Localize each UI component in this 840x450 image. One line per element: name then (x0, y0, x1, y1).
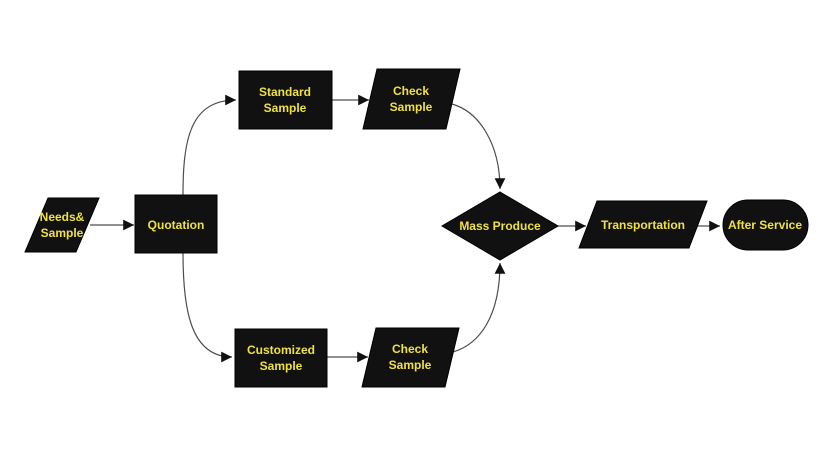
standard-sample-label-line1: Standard (259, 85, 311, 99)
edges-layer (90, 94, 720, 363)
node-mass-produce: Mass Produce (441, 191, 559, 261)
quotation-label: Quotation (148, 218, 205, 232)
customized-sample-label-line1: Customized (247, 343, 315, 357)
transportation-label: Transportation (601, 218, 685, 232)
edge-quotation-to-standard-sample (182, 94, 237, 196)
customized-sample-shape (234, 328, 328, 388)
needs-sample-label-line2: Sample (41, 226, 84, 240)
edge-quotation-to-customized-sample (182, 252, 233, 363)
node-standard-sample: Standard Sample (238, 70, 333, 130)
edge-check-sample-bottom-to-mass-produce (452, 262, 506, 353)
mass-produce-shape (441, 191, 559, 261)
check-sample-bottom-label-line2: Sample (389, 358, 432, 372)
needs-sample-label-line1: Needs& (40, 210, 85, 224)
check-sample-top-label-line1: Check (393, 84, 429, 98)
node-check-sample-bottom: Check Sample (361, 327, 460, 388)
nodes-layer: Needs& Sample Quotation Standard Sample … (24, 68, 809, 388)
check-sample-bottom-label-line1: Check (392, 342, 428, 356)
quotation-shape (134, 194, 218, 254)
check-sample-bottom-shape (361, 327, 460, 388)
mass-produce-label: Mass Produce (459, 219, 541, 233)
node-transportation: Transportation (578, 200, 708, 249)
node-customized-sample: Customized Sample (234, 328, 328, 388)
node-check-sample-top: Check Sample (362, 68, 461, 130)
standard-sample-shape (238, 70, 333, 130)
node-after-service: After Service (722, 199, 809, 251)
node-needs-sample: Needs& Sample (24, 197, 100, 253)
standard-sample-label-line2: Sample (264, 101, 307, 115)
check-sample-top-label-line2: Sample (390, 100, 433, 114)
check-sample-top-shape (362, 68, 461, 130)
node-quotation: Quotation (134, 194, 218, 254)
after-service-label: After Service (728, 218, 802, 232)
edge-check-sample-top-to-mass-produce (451, 103, 506, 190)
transportation-shape (578, 200, 708, 249)
after-service-shape (722, 199, 809, 251)
customized-sample-label-line2: Sample (260, 359, 303, 373)
needs-sample-shape (24, 197, 100, 253)
